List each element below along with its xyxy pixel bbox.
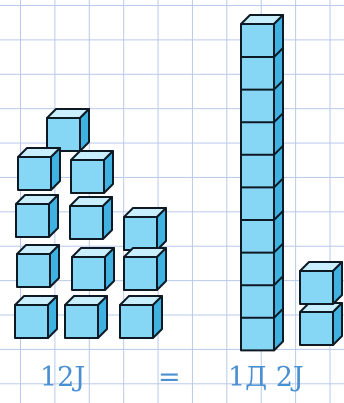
unit-cube	[300, 303, 342, 345]
unit-cube	[47, 109, 89, 151]
unit-cube	[70, 197, 112, 239]
unit-cube	[124, 208, 166, 250]
ten-rod-cube	[241, 15, 283, 57]
unit-cube	[65, 296, 107, 338]
unit-cube	[71, 151, 113, 193]
unit-cube	[72, 248, 114, 290]
unit-cube	[17, 245, 59, 287]
unit-cube	[18, 148, 60, 190]
unit-cube	[120, 296, 162, 338]
unit-cube	[16, 195, 58, 237]
twelve-ones-label: 12J	[40, 362, 85, 394]
unit-cube	[15, 296, 57, 338]
unit-cube	[124, 248, 166, 290]
equals-sign: =	[158, 362, 181, 394]
unit-cube	[300, 262, 342, 304]
one-ten-two-ones-label: 1Д 2J	[228, 362, 304, 394]
